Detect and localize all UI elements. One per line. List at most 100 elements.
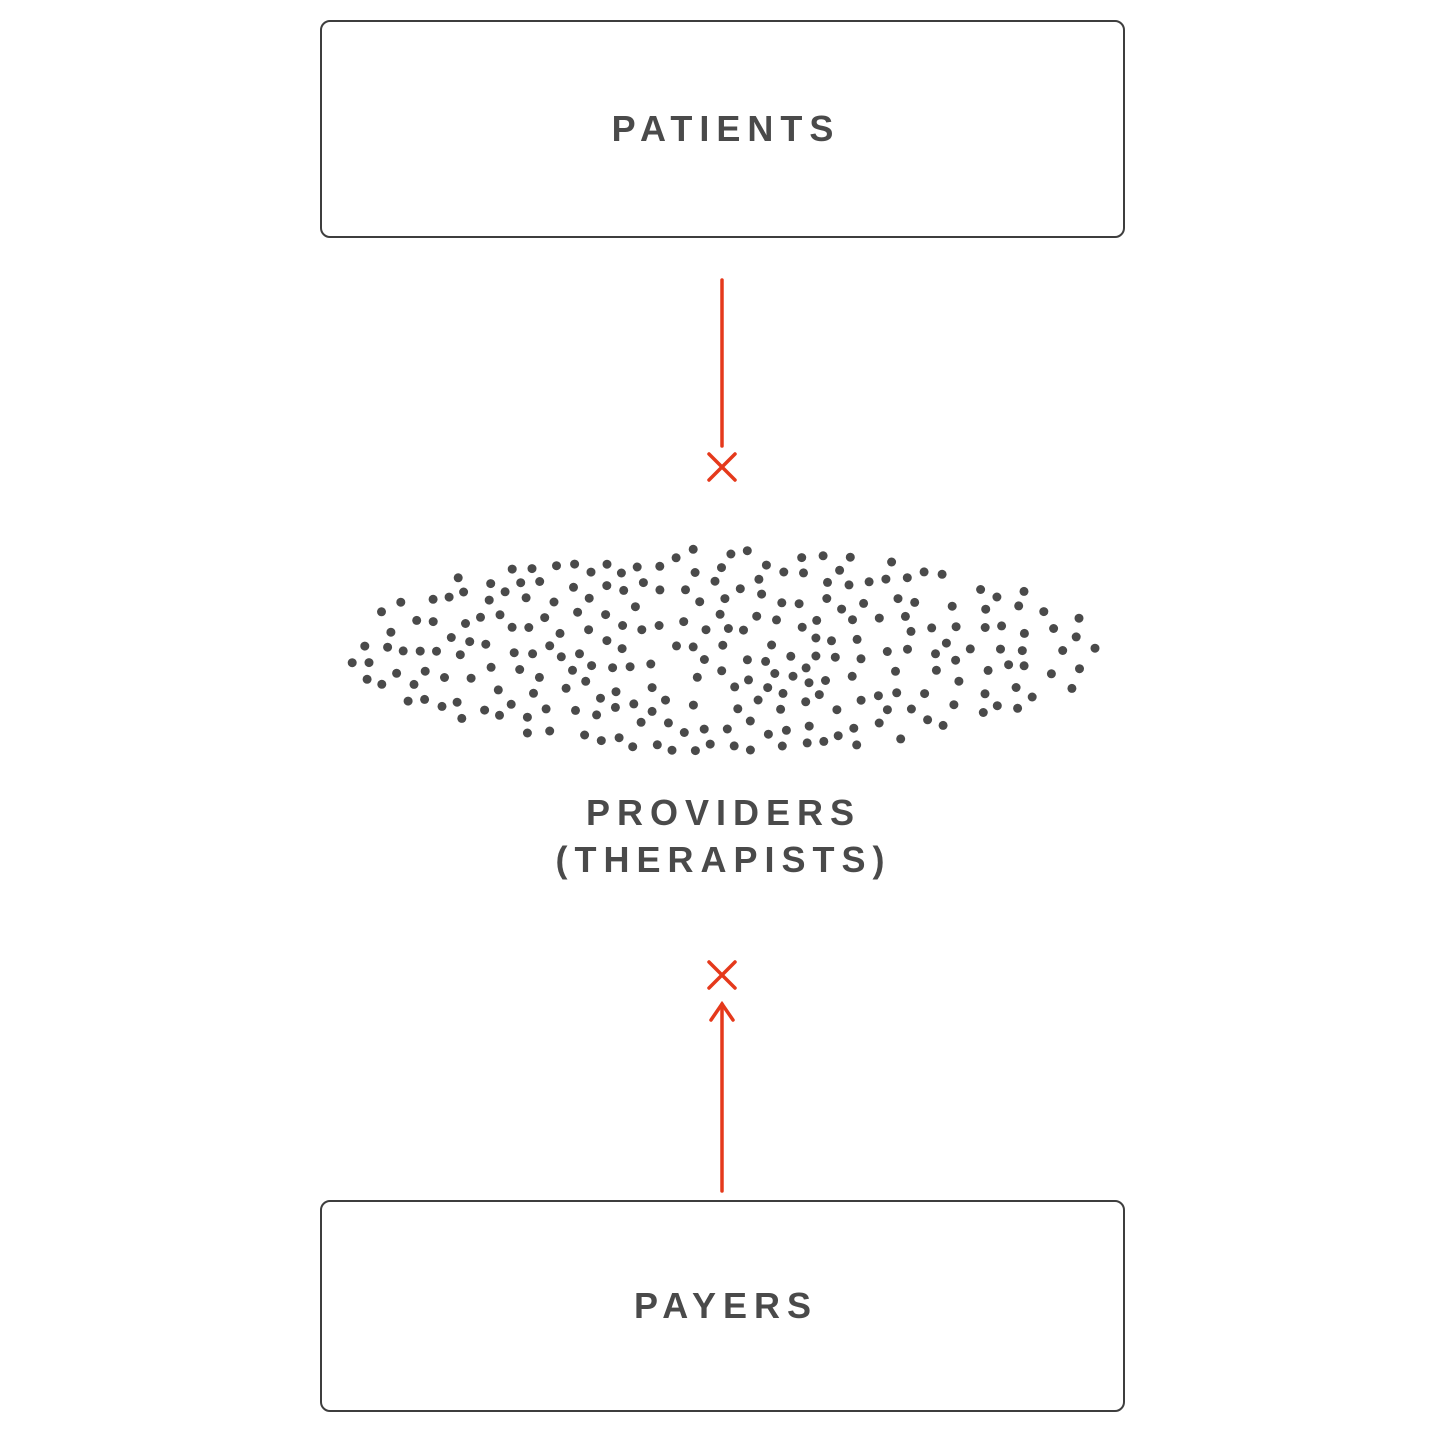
- provider-dot: [545, 726, 555, 736]
- provider-dot: [584, 593, 594, 603]
- provider-dot: [486, 579, 496, 589]
- provider-dot: [705, 739, 715, 749]
- provider-dot: [735, 584, 745, 594]
- provider-dot: [761, 560, 771, 570]
- provider-dot: [534, 672, 544, 682]
- provider-dot: [480, 705, 490, 715]
- provider-dot: [1027, 692, 1037, 702]
- provider-dot: [679, 728, 689, 737]
- provider-dot: [628, 742, 638, 752]
- provider-dot: [864, 577, 874, 587]
- provider-dot: [830, 652, 840, 662]
- provider-dot: [720, 594, 730, 604]
- provider-dot: [515, 665, 525, 674]
- provider-dot: [457, 713, 467, 723]
- provider-dot: [827, 636, 836, 646]
- provider-dot: [823, 577, 832, 587]
- connector-patients-to-providers: [707, 278, 737, 482]
- provider-dot: [647, 683, 657, 693]
- provider-dot: [874, 613, 884, 623]
- provider-dot: [833, 731, 843, 741]
- provider-dot: [822, 594, 832, 603]
- provider-dot: [882, 705, 892, 715]
- provider-dot: [601, 610, 611, 620]
- provider-dot: [587, 661, 597, 671]
- provider-dot: [742, 546, 752, 556]
- provider-dot: [509, 648, 519, 658]
- provider-dot: [568, 665, 577, 675]
- provider-dot: [733, 704, 743, 714]
- provider-dot: [493, 685, 503, 695]
- provider-dot: [892, 688, 902, 698]
- blocked-x-icon: [707, 452, 737, 482]
- provider-dot: [522, 712, 532, 722]
- provider-dot: [646, 659, 656, 669]
- provider-dot: [420, 694, 430, 704]
- provider-dot: [754, 574, 764, 584]
- provider-dot: [679, 617, 689, 627]
- provider-dot: [742, 655, 752, 665]
- provider-dot: [630, 602, 640, 612]
- provider-dot: [625, 662, 635, 672]
- provider-dot: [900, 611, 910, 621]
- provider-dot: [377, 679, 387, 689]
- payers-label: PAYERS: [633, 1285, 819, 1326]
- provider-dot: [1058, 646, 1068, 655]
- provider-dot: [1090, 643, 1100, 653]
- provider-dot: [919, 567, 929, 577]
- provider-dot: [874, 718, 884, 728]
- provider-dot: [906, 704, 916, 714]
- provider-dot: [763, 683, 773, 693]
- provider-dot: [1039, 607, 1049, 617]
- provider-dot: [767, 640, 777, 650]
- provider-dot: [819, 736, 829, 746]
- provider-dot: [845, 552, 855, 562]
- provider-dot: [570, 559, 580, 569]
- provider-dot: [386, 627, 396, 637]
- provider-dot: [978, 708, 988, 717]
- provider-dot: [667, 745, 677, 755]
- provider-dot: [383, 642, 393, 652]
- provider-dot: [848, 615, 857, 625]
- provider-dot: [516, 578, 526, 588]
- provider-dot: [403, 696, 413, 706]
- provider-dot: [893, 594, 903, 604]
- provider-dot: [786, 651, 796, 661]
- provider-dot: [529, 688, 538, 698]
- provider-dot: [931, 649, 940, 659]
- provider-dot: [428, 594, 438, 604]
- provider-dot: [799, 568, 808, 578]
- provider-dot: [614, 733, 624, 743]
- provider-dot: [428, 617, 438, 627]
- provider-dot: [602, 581, 612, 591]
- provider-dot: [941, 638, 951, 648]
- provider-dot: [440, 673, 449, 682]
- provider-dot: [1074, 613, 1084, 623]
- provider-dot: [555, 628, 565, 638]
- provider-dot: [453, 573, 463, 583]
- provider-dot: [692, 672, 702, 682]
- provider-dot: [415, 646, 425, 656]
- provider-dot: [420, 666, 430, 676]
- provider-dot: [695, 597, 705, 607]
- provider-dot: [947, 601, 957, 611]
- provider-dot: [527, 564, 537, 574]
- provider-dot: [569, 582, 578, 592]
- provider-dot: [949, 700, 959, 710]
- provider-dot: [1014, 601, 1024, 611]
- provider-dot: [778, 688, 788, 698]
- provider-dot: [976, 585, 986, 594]
- provider-dot: [549, 597, 559, 607]
- provider-dot: [586, 567, 596, 577]
- provider-dot: [938, 720, 948, 730]
- provider-dot: [852, 740, 862, 750]
- provider-dot: [801, 663, 811, 673]
- provider-dot: [726, 549, 736, 559]
- provider-dot: [437, 701, 447, 711]
- provider-dot: [859, 598, 869, 608]
- provider-dot: [818, 551, 828, 561]
- provider-dot: [476, 612, 485, 622]
- provider-dot: [647, 706, 657, 716]
- provider-dot: [718, 640, 728, 650]
